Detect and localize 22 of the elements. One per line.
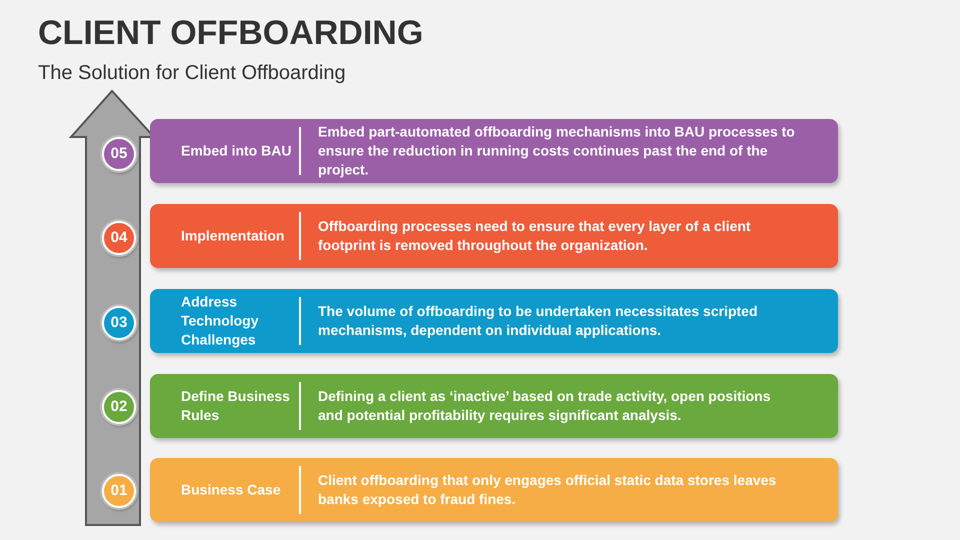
step-description: Client offboarding that only engages official static data stores leaves banks exposed to fraud fines. [318, 471, 778, 509]
number-circle: 04 [102, 221, 136, 255]
step-band [150, 289, 838, 353]
number-circle: 05 [102, 137, 136, 171]
step-band [150, 119, 838, 183]
step-heading: Business Case [181, 480, 282, 500]
step-heading: Implementation [181, 226, 286, 246]
title: CLIENT OFFBOARDING [38, 14, 424, 53]
step-band [150, 204, 838, 268]
step-description: Defining a client as ‘inactive’ based on trade activity, open positions and potential profitability requires significant analysis. [318, 387, 772, 425]
subtitle: The Solution for Client Offboarding [38, 62, 346, 85]
step-heading: Embed into BAU [181, 142, 292, 160]
step-heading: Address Technology Challenges [181, 292, 260, 350]
step-description: The volume of offboarding to be undertaken necessitates scripted mechanisms, dependent on individual applications. [318, 302, 759, 340]
step-description: Embed part-automated offboarding mechanisms into BAU processes to ensure the reduction in running costs continues past the end of the project. [318, 122, 796, 180]
step-heading: Define Business Rules [181, 387, 291, 425]
step-description: Offboarding processes need to ensure that every layer of a client footprint is removed throughout the organization. [318, 217, 752, 255]
number-circle: 01 [102, 474, 136, 508]
step-band [150, 374, 838, 438]
number-circle: 02 [102, 390, 136, 424]
number-circle: 03 [102, 306, 136, 340]
step-band [150, 458, 838, 522]
